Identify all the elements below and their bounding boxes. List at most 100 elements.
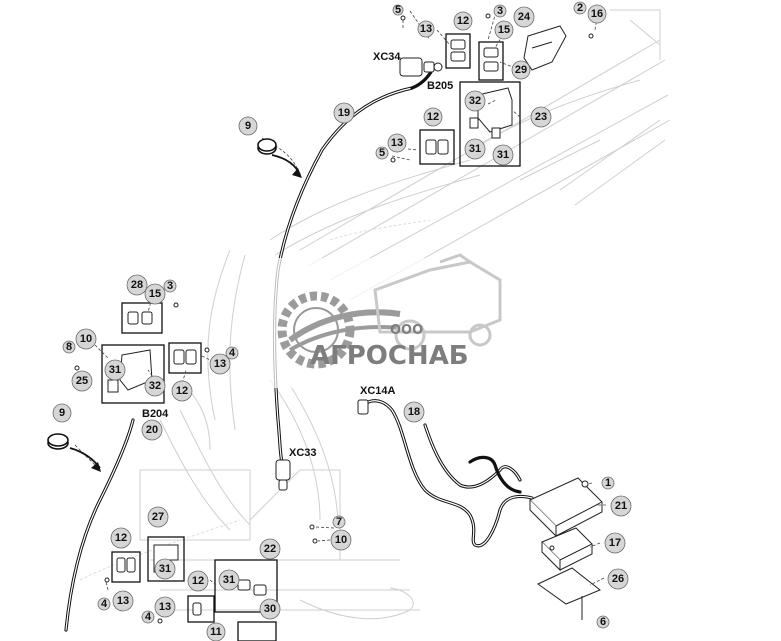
svg-text:31: 31 (223, 574, 235, 586)
balloon-31b: 31 (492, 144, 514, 166)
label-xc14a: XC14A (360, 385, 396, 397)
balloon-13e: 13 (154, 596, 176, 618)
module-17 (541, 527, 593, 572)
arrow-head-icon (292, 168, 302, 178)
clip-group-28 (121, 302, 163, 334)
balloon-26: 26 (607, 568, 629, 590)
balloon-31e: 31 (218, 569, 240, 591)
svg-text:32: 32 (149, 380, 161, 392)
svg-text:12: 12 (457, 15, 469, 27)
balloon-1: 1 (601, 476, 615, 490)
svg-text:12: 12 (176, 385, 188, 397)
svg-text:17: 17 (609, 537, 621, 549)
svg-text:31: 31 (109, 364, 121, 376)
balloon-32a: 32 (464, 90, 486, 112)
balloon-27: 27 (147, 506, 169, 528)
clip-group-12c (168, 342, 202, 374)
balloon-9b: 9 (52, 403, 72, 423)
balloon-17: 17 (604, 532, 626, 554)
svg-text:5: 5 (379, 147, 385, 159)
balloon-3b: 3 (163, 279, 177, 293)
svg-text:13: 13 (117, 595, 129, 607)
balloon-12c: 12 (171, 380, 193, 402)
balloon-22: 22 (259, 538, 281, 560)
balloon-29: 29 (511, 60, 531, 80)
svg-text:2: 2 (577, 2, 583, 14)
balloon-20: 20 (141, 419, 163, 441)
svg-text:20: 20 (146, 424, 158, 436)
svg-text:19: 19 (338, 107, 350, 119)
watermark-logo (270, 253, 532, 388)
balloon-10a: 10 (75, 328, 97, 350)
clamp-9-icons (47, 138, 277, 450)
watermark-prefix: ООО (390, 323, 423, 338)
label-b205: B205 (427, 80, 453, 92)
balloon-4c: 4 (141, 610, 155, 624)
harness-18 (360, 399, 534, 548)
balloon-8: 8 (62, 340, 76, 354)
svg-text:13: 13 (214, 358, 226, 370)
clip-group-15a (478, 41, 504, 81)
balloon-12e: 12 (187, 570, 209, 592)
svg-text:9: 9 (59, 407, 65, 419)
svg-text:9: 9 (245, 120, 251, 132)
balloon-7: 7 (332, 515, 346, 529)
svg-text:26: 26 (612, 573, 624, 585)
clip-group-12d (111, 551, 141, 583)
svg-text:6: 6 (600, 616, 606, 628)
svg-text:5: 5 (395, 4, 401, 16)
balloon-4a: 4 (225, 346, 239, 360)
svg-text:25: 25 (76, 375, 88, 387)
svg-text:8: 8 (66, 341, 72, 353)
balloon-4b: 4 (97, 597, 111, 611)
label-xc33: XC33 (289, 447, 317, 459)
balloon-13a: 13 (417, 20, 435, 38)
svg-text:12: 12 (427, 111, 439, 123)
balloon-13d: 13 (112, 590, 134, 612)
balloon-15b: 15 (144, 283, 166, 305)
balloon-13c: 13 (209, 353, 231, 375)
svg-text:7: 7 (336, 516, 342, 528)
balloon-31a: 31 (464, 138, 486, 160)
clip-group-12e (187, 595, 215, 623)
balloon-16: 16 (587, 4, 607, 24)
sensor-b205-group (459, 81, 521, 167)
svg-text:21: 21 (615, 500, 627, 512)
svg-text:4: 4 (101, 598, 108, 610)
sensor-b204-group (101, 344, 165, 404)
svg-text:32: 32 (469, 95, 481, 107)
svg-text:31: 31 (469, 143, 481, 155)
balloon-30: 30 (259, 598, 281, 620)
harness-20 (64, 418, 135, 632)
module-21 (529, 477, 603, 538)
svg-text:3: 3 (167, 280, 173, 292)
svg-text:12: 12 (192, 575, 204, 587)
balloon-23: 23 (530, 106, 552, 128)
balloon-9a: 9 (238, 116, 258, 136)
arrow-icons (69, 154, 302, 472)
svg-text:1: 1 (605, 477, 611, 489)
svg-text:28: 28 (131, 279, 143, 291)
balloon-31d: 31 (154, 558, 176, 580)
balloon-5b: 5 (375, 146, 389, 160)
balloon-12d: 12 (110, 527, 132, 549)
fasteners (74, 13, 594, 624)
svg-text:13: 13 (391, 137, 403, 149)
svg-text:18: 18 (408, 406, 420, 418)
svg-text:16: 16 (591, 8, 603, 20)
balloon-5a: 5 (392, 4, 404, 16)
svg-text:10: 10 (80, 333, 92, 345)
svg-text:13: 13 (420, 23, 432, 35)
svg-text:22: 22 (264, 543, 276, 555)
label-b204: B204 (142, 408, 169, 420)
svg-text:30: 30 (264, 603, 276, 615)
svg-text:4: 4 (145, 611, 152, 623)
svg-text:27: 27 (152, 511, 164, 523)
clip-group-12b (419, 129, 455, 165)
bracket-24 (523, 25, 567, 71)
connector-xc14a (357, 399, 369, 415)
balloon-15a: 15 (494, 20, 514, 40)
balloon-32b: 32 (144, 375, 166, 397)
svg-text:24: 24 (518, 11, 531, 23)
